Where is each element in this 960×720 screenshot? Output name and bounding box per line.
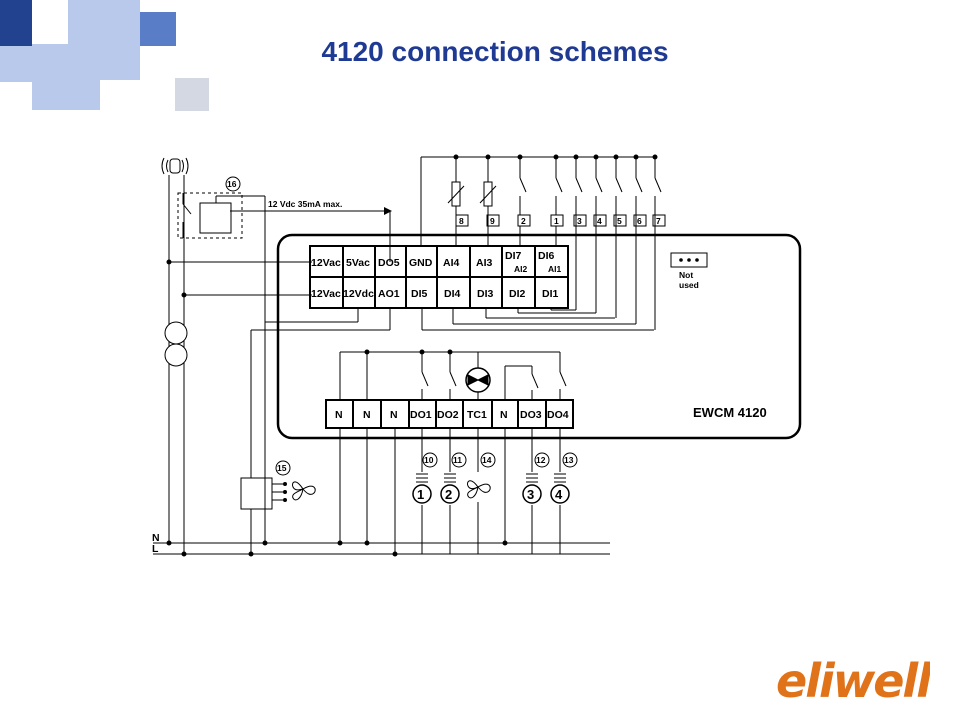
- input-number-3: 3: [577, 216, 582, 226]
- brand-logo-text: eliwell: [776, 655, 930, 705]
- terminal-top-7: DI7: [505, 250, 522, 262]
- terminal-top-sub-2: AI1: [548, 264, 562, 274]
- model-label: EWCM 4120: [693, 405, 767, 420]
- terminal-top-4: GND: [409, 257, 433, 269]
- output-terminal-2: N: [363, 409, 371, 421]
- transformer: [164, 321, 188, 367]
- input-number-4: 4: [597, 216, 602, 226]
- load-2: 2: [445, 487, 452, 502]
- load-3: 3: [527, 487, 534, 502]
- terminal-bottom-2: 12Vdc: [343, 288, 374, 300]
- terminal-bottom-7: DI2: [509, 288, 526, 300]
- supply-rails: N L: [152, 532, 610, 555]
- terminal-bottom-3: AO1: [378, 288, 400, 300]
- left-wiring: [166, 175, 312, 557]
- terminal-top-2: 5Vac: [346, 257, 370, 269]
- fan-icon: [467, 480, 491, 499]
- terminal-bottom-5: DI4: [444, 288, 461, 300]
- terminal-bottom-8: DI1: [542, 288, 559, 300]
- input-terminal-block: 12Vac 5Vac DO5 GND AI4 AI3 DI7 DI6 AI2 A…: [309, 245, 569, 309]
- callout-15: 15: [277, 463, 287, 473]
- line-label: L: [152, 543, 159, 555]
- relay-wiring: [339, 349, 567, 400]
- terminal-bottom-1: 12Vac: [311, 288, 341, 300]
- output-terminal-block: N N N DO1 DO2 TC1 N DO3 DO4: [325, 399, 574, 429]
- output-terminal-8: DO3: [520, 409, 542, 421]
- callout-11: 11: [453, 455, 462, 465]
- page-title: 4120 connection schemes: [321, 36, 669, 67]
- not-used-label-1: Not: [679, 270, 693, 280]
- input-number-6: 6: [637, 216, 642, 226]
- remote-sensor: 12 Vdc 35mA max. 16: [161, 157, 392, 330]
- callout-10: 10: [424, 455, 434, 465]
- output-wiring: [337, 428, 561, 557]
- callout-12: 12: [536, 455, 546, 465]
- not-used-label-2: used: [679, 280, 699, 290]
- input-number-2: 2: [521, 216, 526, 226]
- output-terminal-1: N: [335, 409, 343, 421]
- output-terminal-3: N: [390, 409, 398, 421]
- output-terminal-9: DO4: [547, 409, 569, 421]
- terminal-top-1: 12Vac: [311, 257, 341, 269]
- loads: 1 2 3 4: [412, 473, 570, 504]
- input-number-5: 5: [617, 216, 622, 226]
- input-number-8: 8: [459, 216, 464, 226]
- callout-14: 14: [482, 455, 492, 465]
- output-terminal-5: DO2: [437, 409, 459, 421]
- terminal-top-6: AI3: [476, 257, 493, 269]
- corner-decoration: [0, 0, 210, 112]
- eliwell-logo: eliwell: [776, 655, 930, 705]
- terminal-top-sub-1: AI2: [514, 264, 528, 274]
- terminal-bottom-6: DI3: [477, 288, 494, 300]
- output-terminal-6: TC1: [467, 409, 487, 421]
- output-terminal-7: N: [500, 409, 508, 421]
- controller-box: EWCM 4120 Not used: [276, 233, 802, 440]
- supply-note: 12 Vdc 35mA max.: [268, 199, 342, 209]
- terminal-bottom-4: DI5: [411, 288, 428, 300]
- callout-13: 13: [564, 455, 574, 465]
- callout-16: 16: [227, 179, 237, 189]
- fan-controller: 15: [240, 460, 316, 510]
- terminal-top-5: AI4: [443, 257, 460, 269]
- terminal-top-8: DI6: [538, 250, 555, 262]
- terminal-wiring: [248, 308, 654, 557]
- output-terminal-4: DO1: [410, 409, 432, 421]
- input-number-9: 9: [490, 216, 495, 226]
- input-contacts: 8 9 2 1 3 4 5 6 7: [420, 154, 666, 330]
- neutral-label: N: [152, 532, 160, 544]
- input-number-1: 1: [554, 216, 559, 226]
- terminal-top-3: DO5: [378, 257, 400, 269]
- load-1: 1: [417, 487, 424, 502]
- load-4: 4: [555, 487, 563, 502]
- input-number-7: 7: [656, 216, 661, 226]
- output-callouts: 10 11 14 12 13: [422, 452, 578, 468]
